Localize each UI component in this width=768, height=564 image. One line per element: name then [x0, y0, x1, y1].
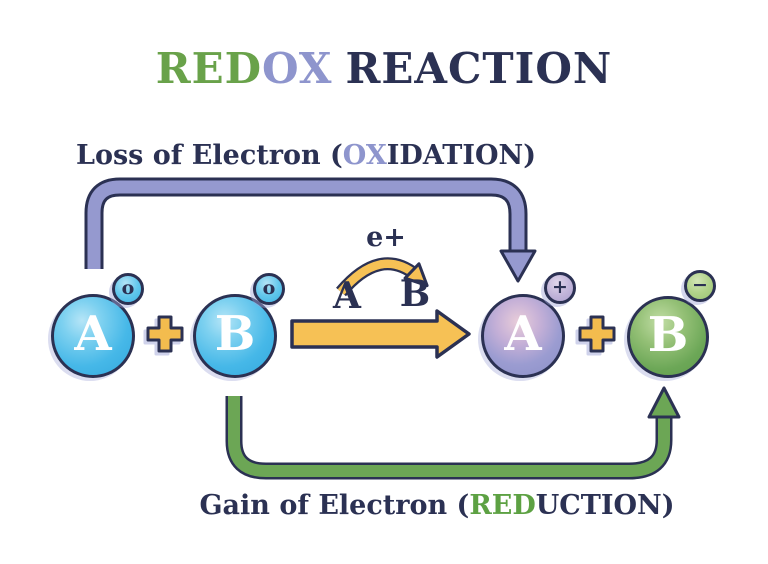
plus-operator-right: [578, 315, 616, 353]
title-reaction-part: REACTION: [345, 44, 613, 93]
title-ox-part: OX: [262, 44, 333, 93]
oxidation-label-pre: Loss of Electron (: [75, 140, 343, 171]
charge-badge-reactant-b: o: [253, 273, 285, 305]
title-red-part: RED: [155, 44, 263, 93]
plus-icon: [578, 315, 616, 353]
reduction-label-pre: Gain of Electron (: [199, 490, 470, 521]
atom-symbol: A: [504, 306, 542, 362]
atom-symbol: B: [647, 307, 689, 363]
reduction-arrow-outline: [225, 396, 673, 480]
charge-badge-product-b: −: [684, 270, 716, 302]
atom-symbol: B: [214, 306, 256, 362]
charge-badge-product-a: +: [544, 272, 576, 304]
oxidation-label-highlight: OX: [342, 140, 387, 171]
atom-product-b: B: [627, 296, 709, 378]
plus-operator-left: [146, 315, 184, 353]
charge-badge-reactant-a: o: [112, 273, 144, 305]
charge-value: o: [262, 276, 276, 299]
electron-from-letter: A: [333, 275, 361, 317]
electron-arc-band: [337, 259, 419, 295]
charge-value: o: [121, 276, 135, 299]
plus-icon: [146, 315, 184, 353]
charge-value: +: [552, 275, 568, 298]
charge-value: −: [692, 273, 708, 296]
reduction-label-post: UCTION): [535, 490, 675, 521]
atom-symbol: A: [74, 306, 112, 362]
atom-reactant-b: B: [193, 294, 277, 378]
oxidation-label: Loss of Electron (OXIDATION): [0, 142, 612, 169]
reduction-arrow-band: [228, 396, 670, 477]
reduction-label: Gain of Electron (REDUCTION): [87, 492, 768, 519]
reaction-arrow-icon: [290, 309, 471, 359]
oxidation-arrow: [84, 177, 537, 283]
atom-product-a: A: [481, 294, 565, 378]
reduction-arrow: [225, 386, 681, 480]
atom-reactant-a: A: [51, 294, 135, 378]
oxidation-arrow-band: [87, 180, 525, 269]
reduction-arrowhead-icon: [647, 386, 681, 419]
electron-label: e+: [366, 222, 406, 253]
electron-transfer-arrow: [336, 257, 429, 297]
oxidation-arrowhead-icon: [499, 249, 537, 283]
oxidation-label-post: IDATION): [386, 140, 536, 171]
reduction-label-highlight: RED: [469, 490, 536, 521]
electron-arrowhead-icon: [403, 262, 429, 288]
oxidation-arrow-outline: [84, 177, 528, 269]
electron-to-letter: B: [399, 273, 431, 315]
